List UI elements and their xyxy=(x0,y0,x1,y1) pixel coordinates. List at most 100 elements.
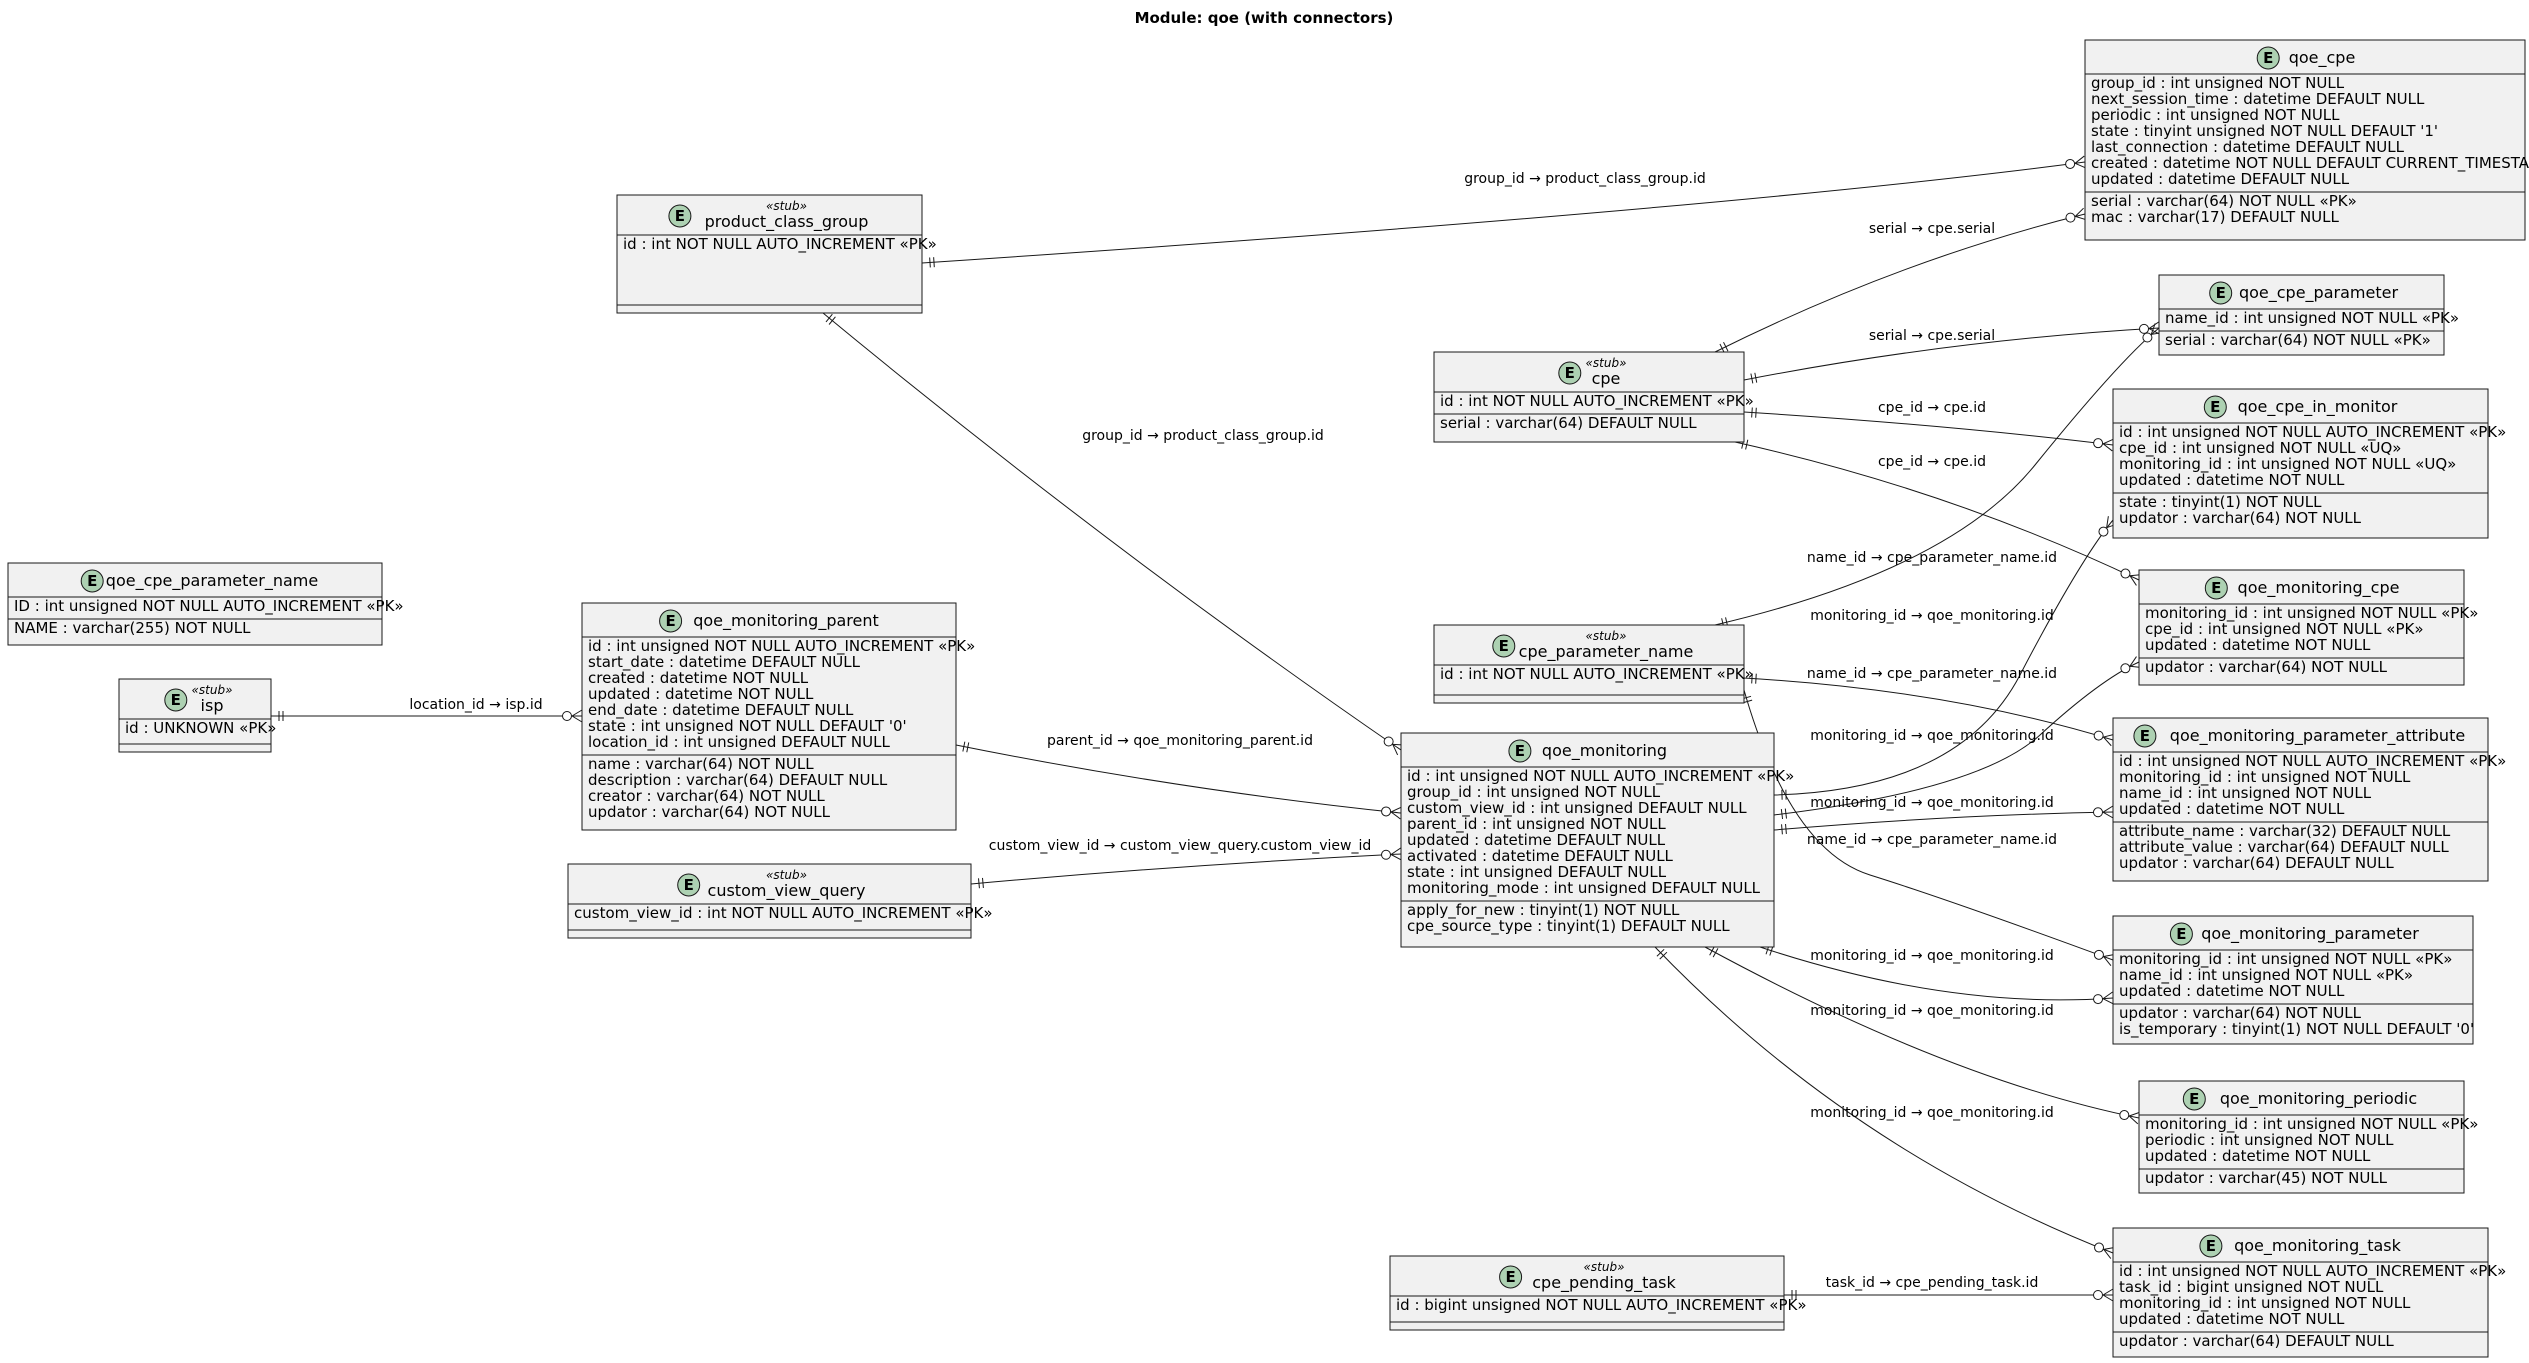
entity-field: mac : varchar(17) DEFAULT NULL xyxy=(2091,208,2340,226)
entity-field: creator : varchar(64) NOT NULL xyxy=(588,787,825,805)
crow-foot-mark xyxy=(2148,321,2159,329)
entity-field: name_id : int unsigned NOT NULL «PK» xyxy=(2165,309,2459,328)
one-mark xyxy=(1751,673,1753,684)
crow-foot-mark xyxy=(1390,811,1401,820)
relation-label: monitoring_id → qoe_monitoring.id xyxy=(1810,1003,2054,1019)
relation-label: task_id → cpe_pending_task.id xyxy=(1826,1275,2039,1291)
entity-badge-letter: E xyxy=(1565,364,1575,382)
crow-foot-mark xyxy=(571,709,583,717)
one-mark xyxy=(828,316,836,325)
entity-field: periodic : int unsigned NOT NULL xyxy=(2091,106,2340,124)
entity-field: monitoring_id : int unsigned NOT NULL «P… xyxy=(2119,950,2452,969)
entity-badge-icon xyxy=(2203,395,2227,419)
relation-line xyxy=(921,161,2086,264)
entity-badge-letter: E xyxy=(2189,1090,2199,1108)
entity-stereotype: «stub» xyxy=(192,683,233,697)
relation-r18: monitoring_id → qoe_monitoring.id xyxy=(1654,946,2116,1259)
relation-r2: serial → cpe.serial xyxy=(1714,207,2087,354)
relation-r15: name_id → cpe_parameter_name.id xyxy=(1741,689,2116,966)
one-mark xyxy=(1780,809,1784,820)
entity-badge-icon xyxy=(2169,922,2193,946)
crow-foot-mark xyxy=(2129,656,2137,667)
relation-line xyxy=(1773,519,2114,796)
entity-field: updator : varchar(64) NOT NULL xyxy=(2145,658,2388,676)
one-mark xyxy=(1750,373,1754,384)
relation-r7: cpe_id → cpe.id xyxy=(1734,438,2142,586)
crow-foot-mark xyxy=(2102,805,2114,813)
entity-field: updated : datetime NOT NULL xyxy=(2119,800,2345,818)
zero-mark xyxy=(2098,526,2109,537)
entity-field: periodic : int unsigned NOT NULL xyxy=(2145,1131,2394,1149)
crow-foot-mark xyxy=(1390,806,1402,813)
one-mark xyxy=(1709,946,1715,956)
entity-name: qoe_monitoring_cpe xyxy=(2238,578,2400,598)
entity-field: serial : varchar(64) NOT NULL «PK» xyxy=(2165,331,2431,349)
crow-foot-mark xyxy=(2102,1288,2114,1296)
entity-box xyxy=(581,602,957,831)
crow-foot-mark xyxy=(2074,207,2084,217)
relation-r1: group_id → product_class_group.id xyxy=(921,155,2086,268)
entity-field: is_temporary : tinyint(1) NOT NULL DEFAU… xyxy=(2119,1020,2474,1039)
one-mark xyxy=(1751,407,1753,418)
one-mark xyxy=(1755,673,1757,684)
entity-field: updated : datetime DEFAULT NULL xyxy=(1407,831,1666,849)
entity-field: id : int unsigned NOT NULL AUTO_INCREMEN… xyxy=(2119,423,2506,442)
one-mark xyxy=(1712,948,1719,958)
crow-foot-mark xyxy=(2150,323,2156,335)
entity-stereotype: «stub» xyxy=(766,199,807,213)
crow-foot-mark xyxy=(2103,956,2112,966)
entity-name: qoe_monitoring_parameter xyxy=(2201,924,2419,944)
entity-box xyxy=(2084,39,2526,241)
one-mark xyxy=(966,742,970,753)
relation-line xyxy=(955,744,1402,814)
entity-name: qoe_cpe xyxy=(2289,48,2356,68)
entity-badge-icon xyxy=(2204,576,2228,600)
crow-foot-mark xyxy=(1392,744,1399,756)
entity-field: updated : datetime NOT NULL xyxy=(2119,982,2345,1000)
entity-field: last_connection : datetime DEFAULT NULL xyxy=(2091,138,2405,157)
relation-label: name_id → cpe_parameter_name.id xyxy=(1807,666,2057,682)
relation-r9: group_id → product_class_group.id xyxy=(822,312,1405,756)
entity-name: product_class_group xyxy=(705,212,869,232)
entity-field: name_id : int unsigned NOT NULL «PK» xyxy=(2119,966,2413,985)
crow-foot-mark xyxy=(571,715,583,723)
one-mark xyxy=(1723,341,1729,352)
entity-field: activated : datetime DEFAULT NULL xyxy=(1407,847,1674,865)
relation-r4: name_id → cpe_parameter_name.id xyxy=(1714,323,2163,629)
zero-mark xyxy=(2093,994,2104,1005)
entity-field: name_id : int unsigned NOT NULL xyxy=(2119,784,2372,803)
crow-foot-mark xyxy=(2074,155,2085,164)
entity-box xyxy=(2112,717,2489,882)
entity-field: id : int unsigned NOT NULL AUTO_INCREMEN… xyxy=(1407,767,1794,786)
entity-name: qoe_cpe_parameter xyxy=(2239,283,2398,303)
entity-badge-icon xyxy=(1492,634,1516,658)
relation-line xyxy=(1714,327,2160,626)
relation-r11: parent_id → qoe_monitoring_parent.id xyxy=(955,733,1402,820)
entity-name: qoe_monitoring_parameter_attribute xyxy=(2170,726,2465,746)
entity-badge-letter: E xyxy=(2210,398,2220,416)
diagram-title: Module: qoe (with connectors) xyxy=(1135,9,1394,27)
entity-field: monitoring_id : int unsigned NOT NULL xyxy=(2119,1294,2411,1313)
entity-badge-letter: E xyxy=(87,572,97,590)
entity-box xyxy=(567,863,972,939)
entity-field: updator : varchar(64) DEFAULT NULL xyxy=(2119,854,2394,872)
entity-field: end_date : datetime DEFAULT NULL xyxy=(588,701,854,720)
entity-name: cpe_pending_task xyxy=(1532,1273,1676,1293)
zero-mark xyxy=(562,711,572,721)
relation-r5: cpe_id → cpe.id xyxy=(1743,400,2114,452)
entity-field: updated : datetime DEFAULT NULL xyxy=(2091,170,2350,188)
entity-box xyxy=(2112,388,2489,539)
zero-mark xyxy=(2093,730,2104,741)
entity-field: name : varchar(64) NOT NULL xyxy=(588,755,814,773)
relation-r17: monitoring_id → qoe_monitoring.id xyxy=(1704,946,2141,1125)
zero-mark xyxy=(2120,568,2131,579)
entity-field: updator : varchar(64) DEFAULT NULL xyxy=(2119,1332,2394,1350)
entity-field: monitoring_id : int unsigned NOT NULL «U… xyxy=(2119,455,2456,474)
entity-field: updated : datetime NOT NULL xyxy=(2119,471,2345,489)
entity-box xyxy=(1433,351,1745,443)
entity-badge-letter: E xyxy=(684,876,694,894)
relation-line xyxy=(1743,677,2114,741)
relation-label: monitoring_id → qoe_monitoring.id xyxy=(1810,608,2054,624)
